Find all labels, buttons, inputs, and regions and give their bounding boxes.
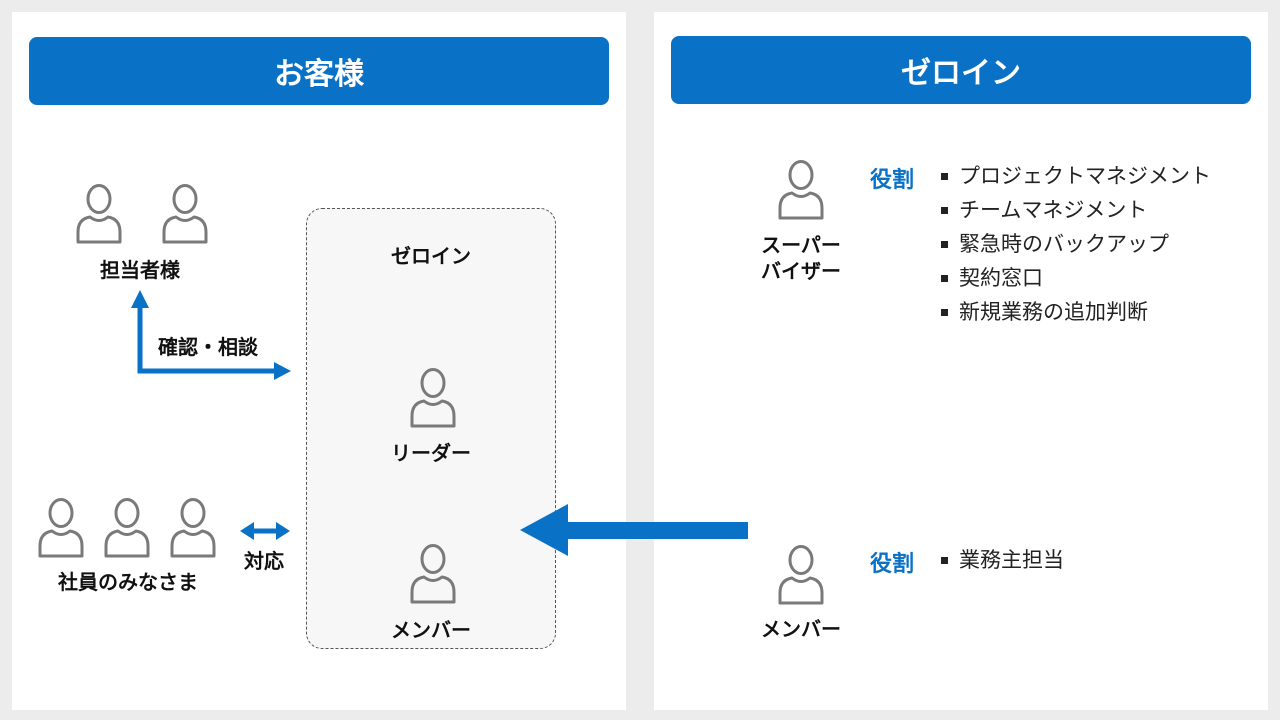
confirm-consult-label: 確認・相談 <box>158 335 258 359</box>
person-icon <box>776 158 826 220</box>
supervisor-label-line2: バイザー <box>761 259 841 283</box>
list-item: 新規業務の追加判断 <box>941 295 1211 329</box>
customer-header-label: お客様 <box>274 57 364 92</box>
member-role-label: 役割 <box>870 552 915 577</box>
list-item: 業務主担当 <box>941 543 1064 577</box>
zeroin-team-box <box>306 208 556 649</box>
zeroin-header: ゼロイン <box>671 36 1251 104</box>
supervisor-label-line1: スーパー <box>761 233 841 257</box>
list-item: 緊急時のバックアップ <box>941 227 1211 261</box>
person-icon <box>168 496 218 558</box>
member-role-list: 業務主担当 <box>941 543 1064 577</box>
supervisor-role-label: 役割 <box>870 168 915 193</box>
supervisor-label: スーパー バイザー <box>740 232 862 284</box>
customer-header: お客様 <box>29 37 609 105</box>
person-icon <box>408 542 458 604</box>
list-item: チームマネジメント <box>941 193 1211 227</box>
zeroin-box-title: ゼロイン <box>391 244 471 268</box>
leader-label: リーダー <box>391 441 471 465</box>
list-item: プロジェクトマネジメント <box>941 159 1211 193</box>
zeroin-header-label: ゼロイン <box>901 56 1021 91</box>
person-icon <box>408 366 458 428</box>
zeroin-panel <box>654 12 1268 710</box>
employees-label: 社員のみなさま <box>58 570 198 594</box>
person-icon <box>776 543 826 605</box>
person-icon <box>102 496 152 558</box>
supervisor-role-list: プロジェクトマネジメント チームマネジメント 緊急時のバックアップ 契約窓口 新… <box>941 159 1211 329</box>
person-icon <box>36 496 86 558</box>
list-item: 契約窓口 <box>941 261 1211 295</box>
person-in-charge-label: 担当者様 <box>100 258 180 282</box>
person-icon <box>160 182 210 244</box>
box-member-label: メンバー <box>391 618 471 642</box>
member-label: メンバー <box>761 617 841 641</box>
person-icon <box>74 182 124 244</box>
respond-label: 対応 <box>244 549 284 573</box>
